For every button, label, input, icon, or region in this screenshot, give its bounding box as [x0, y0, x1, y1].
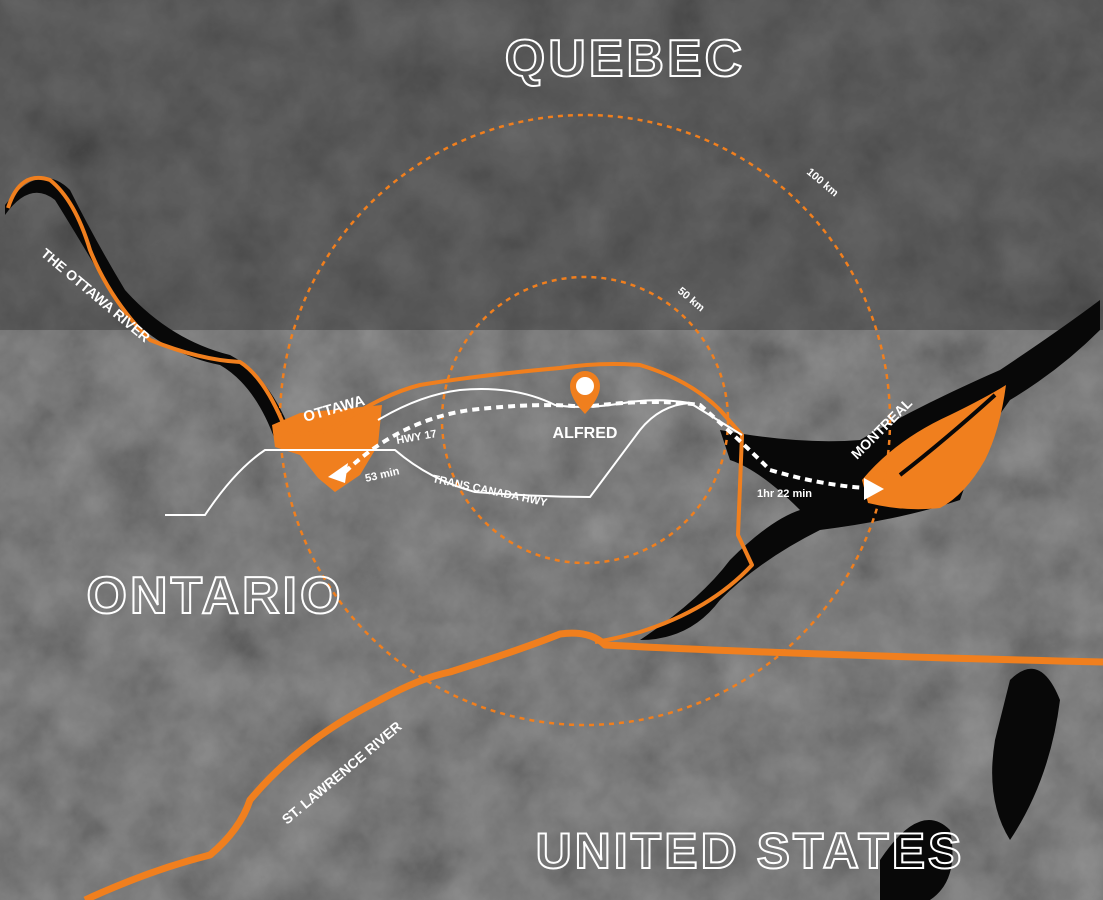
city-label-alfred: ALFRED: [553, 425, 618, 442]
water-bodies: [5, 178, 1100, 900]
st-lawrence-river-border: [83, 629, 1103, 900]
region-label-ontario: ONTARIO: [87, 567, 344, 625]
region-label-united-states: UNITED STATES: [536, 823, 965, 879]
radius-circle-100km: [278, 113, 892, 727]
region-label-quebec: QUEBEC: [505, 30, 745, 88]
northern-forest-shade: [0, 0, 1103, 330]
map-pin-icon: [570, 371, 600, 414]
montreal-channel: [898, 393, 997, 477]
ottawa-city-area: [272, 405, 382, 492]
hwy-17-line: [377, 388, 743, 436]
travel-route-dashed: [343, 399, 867, 490]
radius-circle-50km: [440, 275, 730, 565]
arrow-to-ottawa-icon: [328, 463, 348, 483]
travel-time-montreal: 1hr 22 min: [757, 488, 812, 500]
arrow-to-montreal-icon: [864, 478, 884, 500]
ottawa-river-border: [6, 175, 754, 644]
trans-canada-hwy-line: [165, 402, 691, 516]
